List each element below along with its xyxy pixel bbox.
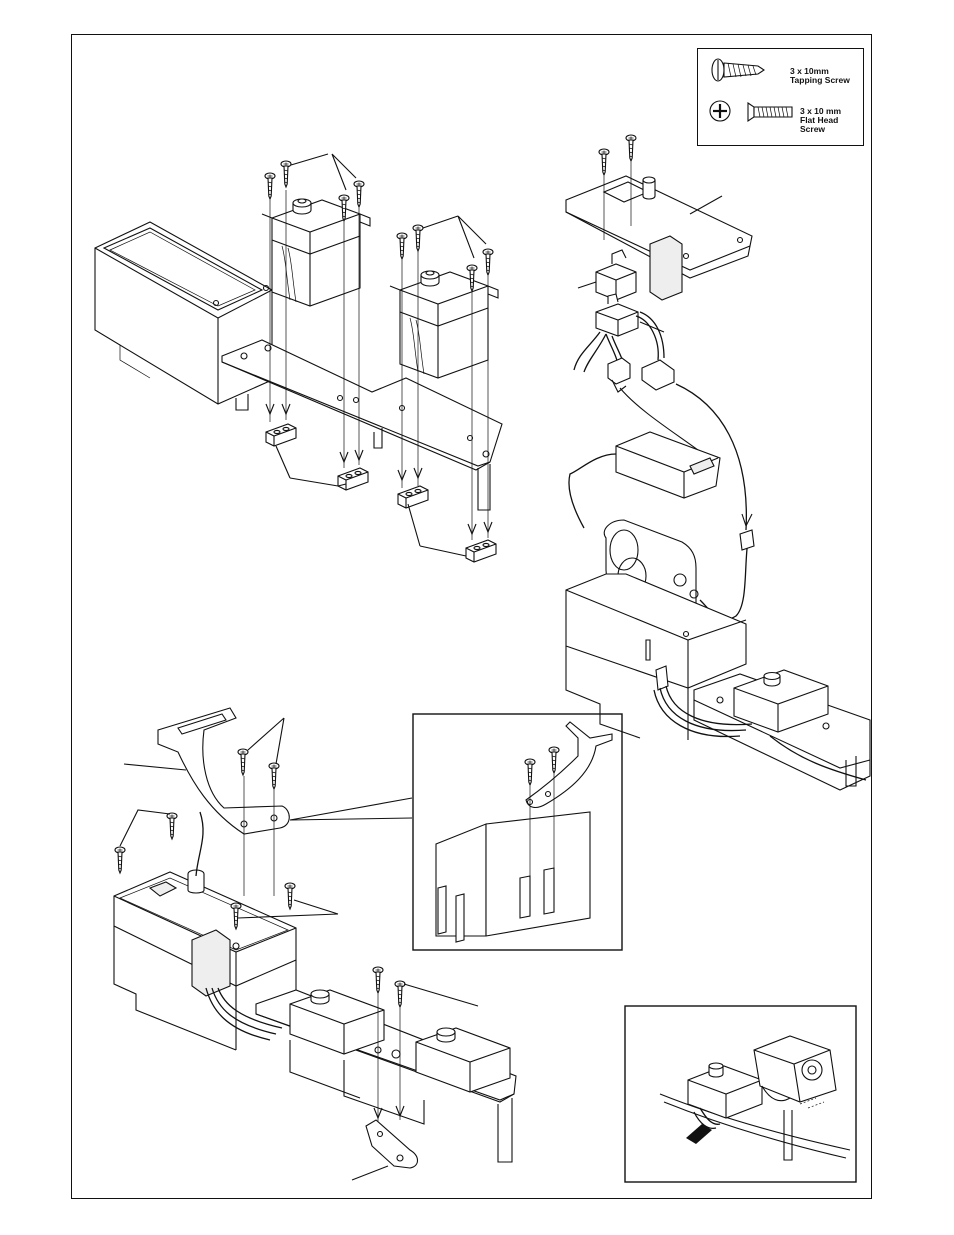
switch-cover-plate xyxy=(566,176,752,300)
servo-tray-assembly xyxy=(95,154,502,562)
lower-bracket-piece xyxy=(366,1120,418,1168)
switch-2 xyxy=(596,294,638,336)
switch-1 xyxy=(596,250,636,300)
steering-detail-inset xyxy=(625,1006,856,1182)
servo-1 xyxy=(262,199,370,306)
servo-2 xyxy=(390,271,498,378)
mounting-bracket xyxy=(158,708,289,834)
receiver-switch-assembly xyxy=(566,135,870,790)
battery-box xyxy=(95,222,272,410)
connector-1 xyxy=(608,358,630,384)
bracket-mounting-assembly xyxy=(114,708,516,1180)
detail-inset xyxy=(413,714,622,950)
connector-2 xyxy=(642,360,674,390)
receiver xyxy=(569,432,720,528)
